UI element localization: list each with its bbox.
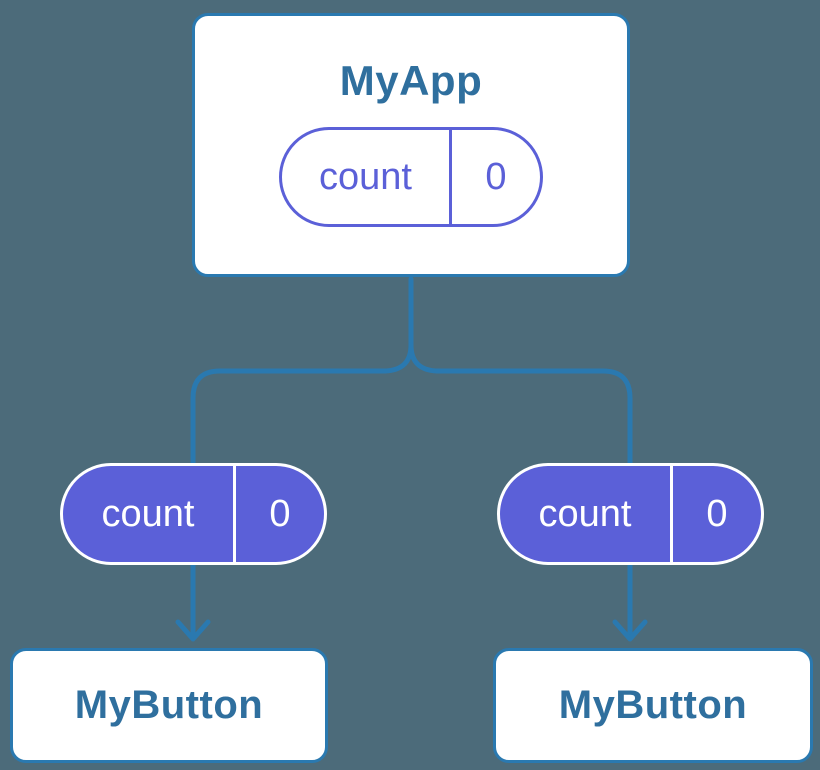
right-arrowhead-icon xyxy=(612,619,648,642)
node-myapp-title: MyApp xyxy=(339,57,483,104)
state-value: 0 xyxy=(706,492,728,535)
state-name: count xyxy=(500,466,673,562)
state-pill-right-prop: count 0 xyxy=(497,463,764,565)
state-pill-root: count 0 xyxy=(279,127,543,228)
state-value: 0 xyxy=(269,492,291,535)
state-name: count xyxy=(63,466,236,562)
node-mybutton-right-title: MyButton xyxy=(558,683,748,727)
left-arrowhead-icon xyxy=(175,619,211,642)
left-branch-connector xyxy=(190,342,414,636)
node-mybutton-left-title: MyButton xyxy=(74,683,264,727)
state-pill-left-prop: count 0 xyxy=(60,463,327,565)
state-name: count xyxy=(282,130,452,225)
node-mybutton-right: MyButton xyxy=(493,648,813,763)
node-mybutton-left: MyButton xyxy=(10,648,328,763)
right-branch-connector xyxy=(408,342,633,636)
state-value: 0 xyxy=(485,155,507,198)
node-myapp: MyApp count 0 xyxy=(192,13,630,277)
